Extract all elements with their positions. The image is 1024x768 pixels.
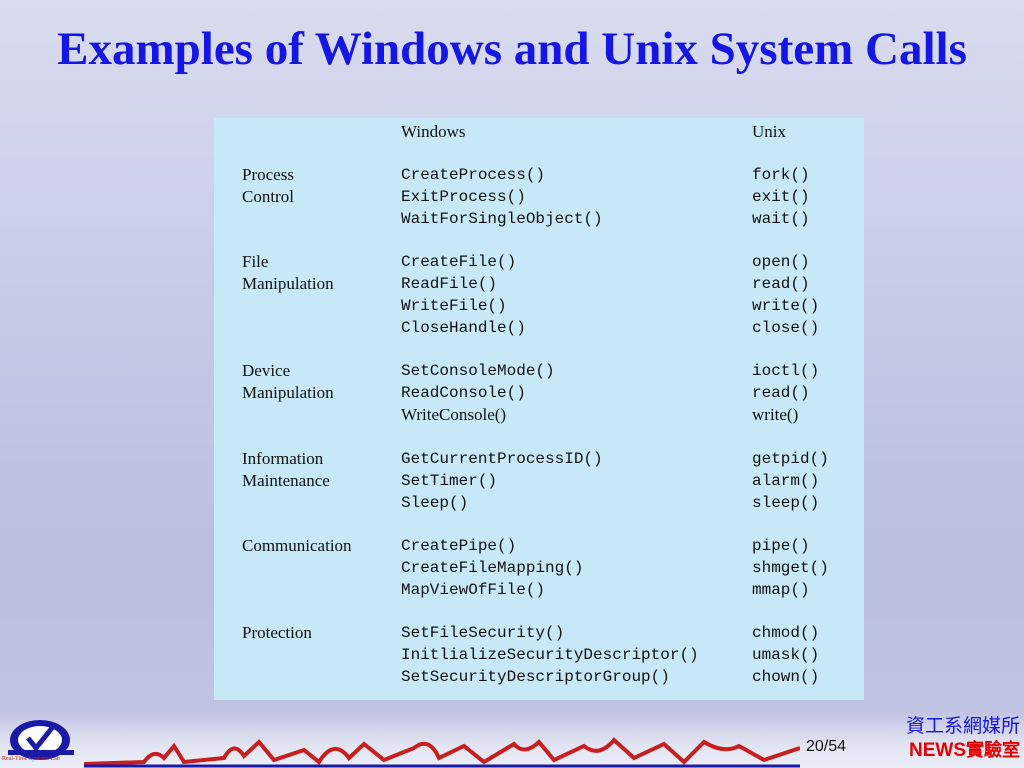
windows-call: ReadFile(): [401, 275, 498, 293]
unix-call: mmap(): [752, 581, 810, 599]
windows-call: ExitProcess(): [401, 188, 526, 206]
page-number: 20/54: [806, 738, 846, 756]
department-name: 資工系網媒所: [905, 715, 1020, 737]
skyline-decoration-icon: [84, 737, 800, 768]
windows-call: CreateProcess(): [401, 166, 546, 184]
lab-name-chinese: 實驗室: [966, 740, 1020, 761]
unix-call: open(): [752, 253, 810, 271]
unix-call: alarm(): [752, 472, 820, 490]
logo-caption: Real-Time Systems Lab: [2, 756, 60, 762]
page-current: 20: [806, 738, 824, 755]
unix-call: read(): [752, 384, 810, 402]
system-calls-table: Windows Unix Process Control CreateProce…: [214, 118, 864, 700]
unix-call: write(): [752, 405, 799, 424]
windows-call: MapViewOfFile(): [401, 581, 546, 599]
windows-call: CreateFile(): [401, 253, 517, 271]
windows-call: WaitForSingleObject(): [401, 210, 603, 228]
windows-call: CloseHandle(): [401, 319, 526, 337]
slide-title: Examples of Windows and Unix System Call…: [57, 23, 967, 75]
unix-call: fork(): [752, 166, 810, 184]
unix-call: umask(): [752, 646, 820, 664]
unix-call: read(): [752, 275, 810, 293]
windows-call: ReadConsole(): [401, 384, 526, 402]
header-windows: Windows: [401, 122, 466, 141]
unix-call: write(): [752, 297, 820, 315]
category-label: Manipulation: [242, 383, 334, 402]
windows-call: WriteConsole(): [401, 405, 507, 424]
windows-call: CreatePipe(): [401, 537, 517, 555]
header-unix: Unix: [752, 122, 786, 141]
category-label: Control: [242, 187, 294, 206]
windows-call: SetConsoleMode(): [401, 362, 555, 380]
unix-call: wait(): [752, 210, 810, 228]
unix-call: exit(): [752, 188, 810, 206]
windows-call: InitlializeSecurityDescriptor(): [401, 646, 699, 664]
footer-band: [0, 712, 1024, 768]
unix-call: sleep(): [752, 494, 820, 512]
category-label: File: [242, 252, 269, 271]
windows-call: WriteFile(): [401, 297, 507, 315]
windows-call: GetCurrentProcessID(): [401, 450, 603, 468]
category-label: Communication: [242, 536, 352, 555]
unix-call: pipe(): [752, 537, 810, 555]
department-label: 資工系網媒所 NEWS實驗室: [906, 714, 1020, 763]
page-total: 54: [828, 738, 847, 755]
unix-call: getpid(): [752, 450, 829, 468]
unix-call: close(): [752, 319, 820, 337]
windows-call: CreateFileMapping(): [401, 559, 584, 577]
windows-call: SetTimer(): [401, 472, 498, 490]
windows-call: Sleep(): [401, 494, 469, 512]
lab-name: NEWS實驗室: [906, 738, 1020, 763]
page-separator: /: [823, 738, 829, 755]
category-label: Protection: [242, 623, 312, 642]
unix-call: chmod(): [752, 624, 820, 642]
lab-name-latin: NEWS: [909, 740, 966, 761]
category-label: Information: [242, 449, 324, 468]
unix-call: chown(): [752, 668, 820, 686]
category-label: Manipulation: [242, 274, 334, 293]
category-label: Device: [242, 361, 291, 380]
unix-call: ioctl(): [752, 362, 820, 380]
windows-call: SetSecurityDescriptorGroup(): [401, 668, 670, 686]
unix-call: shmget(): [752, 559, 829, 577]
windows-call: SetFileSecurity(): [401, 624, 565, 642]
category-label: Maintenance: [242, 471, 330, 490]
lab-logo-icon: [8, 720, 74, 760]
category-label: Process: [242, 165, 294, 184]
